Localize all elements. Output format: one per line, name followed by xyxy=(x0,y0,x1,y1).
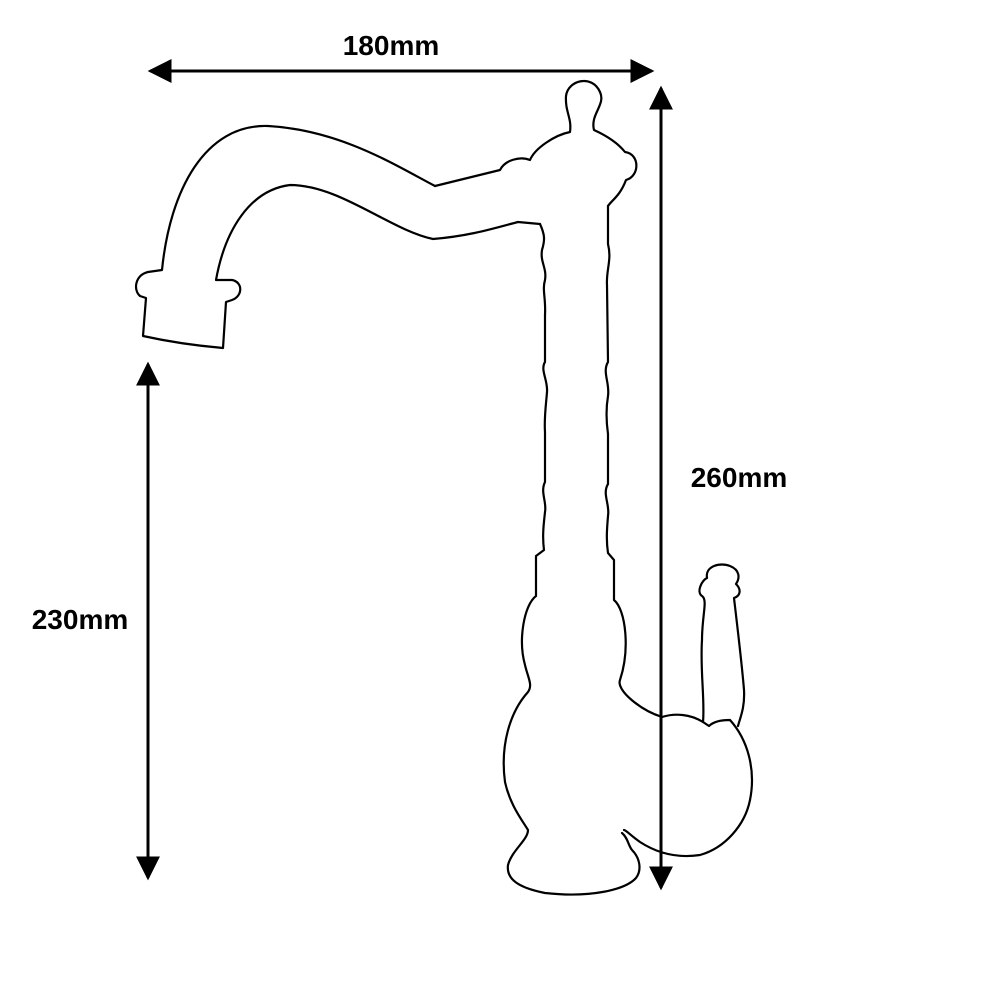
faucet-outline xyxy=(134,80,754,896)
handle-lever-outline xyxy=(698,563,746,728)
width-dimension-label: 180mm xyxy=(343,30,440,61)
height-dimension-label: 260mm xyxy=(691,462,788,493)
spout-outline xyxy=(134,124,542,350)
spout-height-dimension-label: 230mm xyxy=(32,604,129,635)
body-left-outline xyxy=(502,222,641,896)
spout-height-dimension: 230mm xyxy=(32,361,160,881)
height-dimension: 260mm xyxy=(649,85,788,891)
width-dimension: 180mm xyxy=(147,30,655,83)
body-cap-outline xyxy=(433,80,638,208)
body-right-outline xyxy=(604,204,664,719)
handle-ball-outline xyxy=(622,713,754,858)
